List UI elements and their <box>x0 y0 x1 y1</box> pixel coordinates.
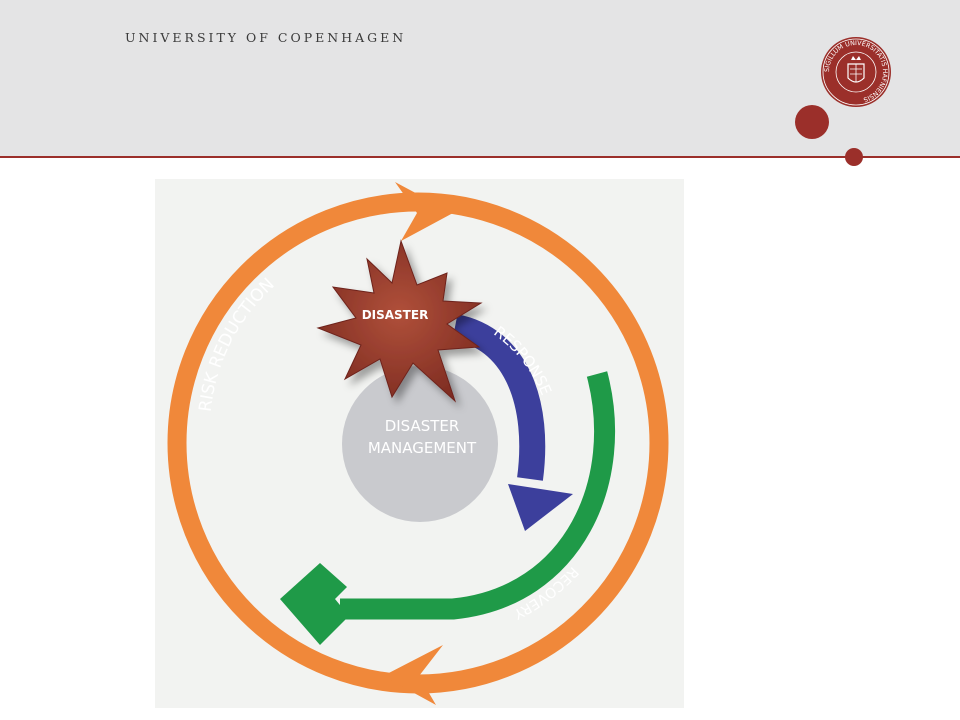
recovery-arrow <box>280 371 615 645</box>
center-label-line1: DISASTER <box>385 417 460 435</box>
cycle-arrowhead-bottom <box>383 645 443 705</box>
center-label-line2: MANAGEMENT <box>368 439 477 457</box>
cycle-arrowhead-top <box>395 182 453 241</box>
risk-reduction-cycle <box>167 182 669 705</box>
university-seal-icon: SIGILLUM UNIVERSITATIS HAFNIENSIS <box>821 37 891 107</box>
disaster-burst-icon <box>316 239 483 403</box>
center-circle <box>342 366 498 522</box>
university-title: UNIVERSITY OF COPENHAGEN <box>125 30 407 45</box>
disaster-event-label: DISASTER <box>362 308 429 322</box>
disaster-management-diagram: RISK REDUCTION DISASTER MANAGEMENT RECOV… <box>155 179 684 708</box>
response-arrow <box>451 314 573 531</box>
decor-circle-large <box>795 105 829 139</box>
header-rule <box>0 156 960 158</box>
decor-circle-small <box>845 148 863 166</box>
